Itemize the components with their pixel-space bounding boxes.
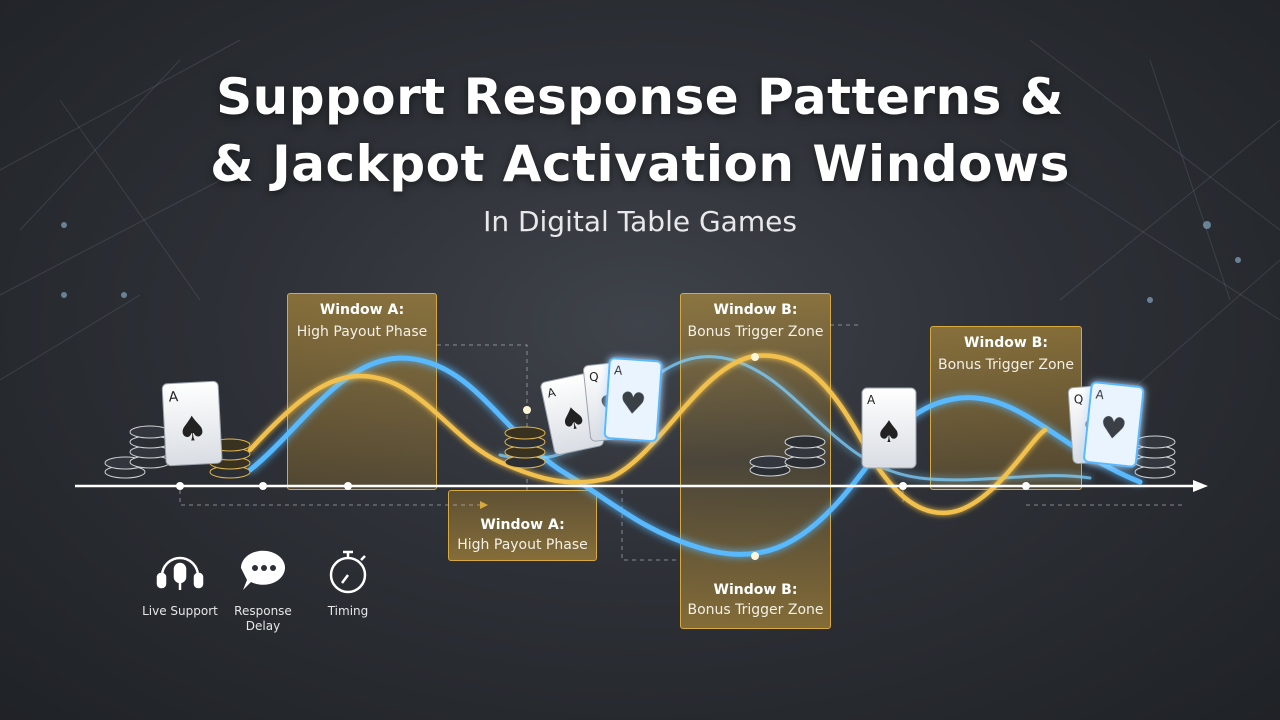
network-node: [121, 292, 127, 298]
timeline-tick: [899, 482, 907, 490]
timeline-tick: [1022, 482, 1030, 490]
chip-stack-dark: [1134, 435, 1176, 479]
subtitle: In Digital Table Games: [483, 205, 797, 238]
network-node: [61, 222, 67, 228]
playing-card: A ♠: [861, 387, 917, 469]
spade-icon: ♠: [876, 415, 903, 450]
card-rank: A: [867, 393, 876, 407]
window-a-bottom-subtitle: High Payout Phase: [457, 537, 588, 553]
timeline-tick: [344, 482, 352, 490]
chat-bubble-icon: [240, 550, 285, 590]
card-rank: A: [1095, 387, 1105, 402]
heart-icon: ♥: [618, 386, 647, 423]
window-a-top-subtitle: High Payout Phase: [296, 324, 428, 340]
wave-marker: [523, 406, 531, 414]
network-node: [1203, 221, 1211, 229]
wave-marker: [751, 552, 759, 560]
timeline-tick: [176, 482, 184, 490]
card-rank: Q: [1073, 392, 1083, 407]
card-rank: Q: [588, 369, 599, 384]
legend-timing: Timing: [327, 604, 369, 618]
title-line-1: Support Response Patterns &: [216, 68, 1064, 126]
gold-wave: [247, 353, 1048, 516]
chip-stack-gold: [504, 426, 546, 469]
window-b-right-subtitle: Bonus Trigger Zone: [937, 357, 1075, 373]
window-b-bottom-title: Window B:: [713, 582, 798, 598]
blue-wave: [247, 355, 1143, 557]
legend-response-delay: Response Delay: [234, 604, 292, 633]
network-node: [61, 292, 67, 298]
playing-card: A ♠: [161, 380, 223, 467]
window-b-right-title: Window B:: [964, 335, 1048, 351]
chip-stack-dark: [749, 435, 826, 477]
card-rank: A: [546, 385, 558, 401]
window-b-center-subtitle: Bonus Trigger Zone: [687, 324, 824, 340]
card-rank: A: [614, 363, 624, 378]
network-node: [1147, 297, 1153, 303]
stopwatch-icon: [329, 550, 367, 594]
guide-arrowhead: [480, 501, 488, 509]
window-b-center-title: Window B:: [713, 302, 798, 318]
heart-icon: ♥: [1098, 410, 1128, 448]
window-b-center-bottom-label: Window B: Bonus Trigger Zone: [680, 582, 831, 618]
playing-card: A ♥: [603, 357, 663, 443]
chip-stack-dark: [104, 425, 171, 479]
guide-line: [621, 490, 680, 561]
title-line-2: & Jackpot Activation Windows: [210, 135, 1070, 193]
legend-live-support: Live Support: [142, 604, 218, 618]
window-a-bottom-title: Window A:: [480, 517, 565, 533]
window-a-bottom: Window A: High Payout Phase: [448, 490, 597, 561]
window-b-bottom-subtitle: Bonus Trigger Zone: [687, 602, 824, 618]
window-a-top-title: Window A:: [319, 302, 405, 318]
spade-icon: ♠: [176, 409, 209, 451]
timeline-tick: [259, 482, 267, 490]
playing-card: A ♥: [1083, 381, 1145, 468]
card-rank: A: [168, 389, 179, 406]
guide-line: [179, 490, 480, 506]
wave-marker: [751, 353, 759, 361]
network-node: [1235, 257, 1241, 263]
timeline-arrowhead: [1193, 480, 1208, 492]
headset-icon: [156, 556, 204, 590]
